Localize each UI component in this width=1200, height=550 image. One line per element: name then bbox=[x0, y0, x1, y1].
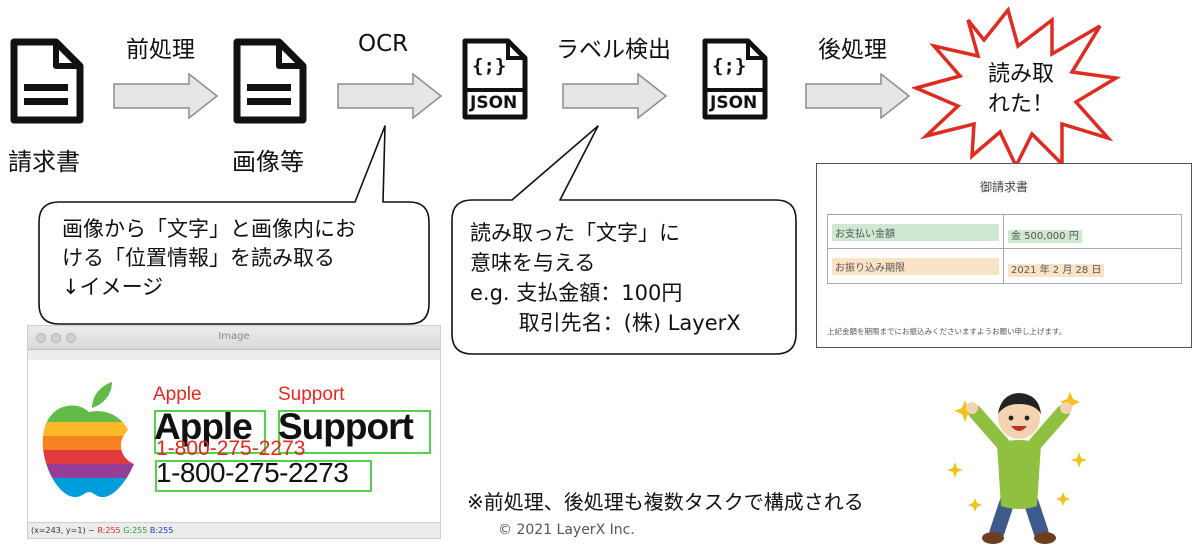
ocr-image-window: Image Apple Support Apple Support 1-800-… bbox=[27, 325, 441, 539]
table-row: お支払い金額 金 500,000 円 bbox=[828, 215, 1181, 249]
arrow-ocr-icon bbox=[337, 73, 443, 119]
window-gray-strip bbox=[28, 350, 440, 360]
detected-label-support: Support bbox=[278, 384, 345, 405]
window-close-button[interactable] bbox=[36, 333, 46, 343]
step-postprocess-label: 後処理 bbox=[818, 37, 887, 63]
arrow-label-icon bbox=[562, 73, 668, 119]
footnote-text: ※前処理、後処理も複数タスクで構成される bbox=[467, 490, 864, 514]
window-titlebar: Image bbox=[28, 326, 440, 350]
detected-label-phone: 1-800-275-2273 bbox=[156, 437, 306, 460]
table-row: お振り込み期限 2021 年 2 月 28 日 bbox=[828, 249, 1181, 283]
window-minimize-button[interactable] bbox=[51, 333, 61, 343]
json-label-text: JSON bbox=[470, 93, 518, 113]
label-bubble-shape bbox=[451, 125, 797, 355]
status-coords: (x=243, y=1) ~ bbox=[31, 526, 98, 535]
amount-value: 金 500,000 円 bbox=[1008, 230, 1082, 243]
arrow-postprocess-icon bbox=[805, 73, 911, 119]
table-cell-value: 2021 年 2 月 28 日 bbox=[1004, 249, 1181, 283]
json-label-text: JSON bbox=[710, 93, 758, 113]
invoice-note: 上記金額を期限までにお振込みくださいますようお願い申し上げます。 bbox=[827, 327, 1067, 336]
apple-logo-icon bbox=[42, 382, 134, 498]
ocr-bubble-shape bbox=[38, 125, 430, 325]
node-invoice-label: 請求書 bbox=[8, 148, 80, 176]
detected-box-apple bbox=[154, 410, 266, 454]
window-zoom-button[interactable] bbox=[66, 333, 76, 343]
json-brace-text: {;} bbox=[472, 55, 507, 77]
json-file-icon-2: {;} JSON bbox=[702, 38, 768, 120]
word-phone: 1-800-275-2273 bbox=[156, 457, 349, 488]
amount-key: お支払い金額 bbox=[832, 224, 999, 241]
json-brace-text: {;} bbox=[712, 55, 747, 77]
arrow-preprocess-icon bbox=[113, 73, 219, 119]
json-file-icon: {;} JSON bbox=[462, 38, 528, 120]
step-preprocess-label: 前処理 bbox=[126, 37, 195, 63]
detected-box-support bbox=[278, 410, 431, 454]
node-image-label: 画像等 bbox=[232, 148, 304, 176]
window-title: Image bbox=[218, 331, 250, 342]
invoice-document-icon bbox=[10, 38, 84, 124]
word-apple: Apple bbox=[154, 406, 253, 447]
invoice-card: 御請求書 お支払い金額 金 500,000 円 お振り込み期限 2021 年 2… bbox=[816, 163, 1192, 348]
status-b: B:255 bbox=[149, 526, 174, 535]
detected-label-apple: Apple bbox=[153, 384, 202, 405]
step-ocr-label: OCR bbox=[358, 31, 409, 57]
label-bubble-text: 読み取った「文字」に 意味を与える e.g. 支払金額：100円 取引先名：(株… bbox=[470, 221, 741, 335]
step-label-detection-label: ラベル検出 bbox=[556, 37, 671, 63]
image-document-icon bbox=[233, 38, 307, 124]
celebrating-person-icon bbox=[947, 392, 1087, 544]
table-cell-key: お振り込み期限 bbox=[828, 249, 1004, 283]
table-cell-value: 金 500,000 円 bbox=[1004, 215, 1181, 248]
result-burst-text: 読み取 れた！ bbox=[988, 62, 1055, 117]
ocr-bubble-text: 画像から「文字」と画像内にお ける「位置情報」を読み取る ↓イメージ bbox=[62, 217, 356, 299]
table-cell-key: お支払い金額 bbox=[828, 215, 1004, 248]
due-value: 2021 年 2 月 28 日 bbox=[1008, 264, 1105, 277]
invoice-table: お支払い金額 金 500,000 円 お振り込み期限 2021 年 2 月 28… bbox=[827, 214, 1182, 284]
result-burst-shape bbox=[912, 6, 1122, 171]
due-key: お振り込み期限 bbox=[832, 258, 999, 275]
invoice-title: 御請求書 bbox=[979, 180, 1028, 194]
word-support: Support bbox=[278, 406, 414, 447]
status-r: R:255 bbox=[97, 526, 121, 535]
detected-box-phone bbox=[155, 460, 372, 492]
copyright-text: © 2021 LayerX Inc. bbox=[498, 522, 635, 538]
status-g: G:255 bbox=[123, 526, 148, 535]
window-status-bar: (x=243, y=1) ~ R:255 G:255 B:255 bbox=[28, 522, 440, 538]
